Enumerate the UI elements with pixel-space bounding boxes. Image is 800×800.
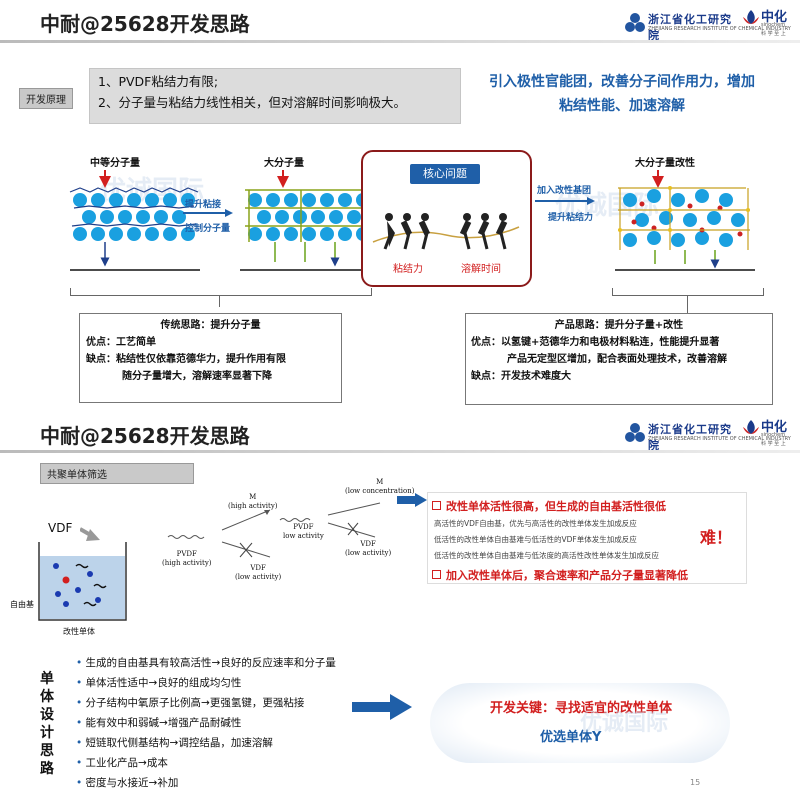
design-side-label: 单体设计思路: [40, 671, 54, 777]
key-title: 开发关键：寻找适宜的改性单体: [490, 701, 673, 716]
vdf-label: VDF: [48, 521, 73, 535]
label-increase-adhesion: 提升粘接: [185, 200, 222, 210]
big-arrow-right-icon: [352, 694, 412, 720]
free-radical-label: 自由基: [10, 600, 34, 609]
bracket-right-stem: [687, 295, 688, 313]
arrow-right-icon: [183, 209, 233, 217]
reaction-scheme: [167, 502, 381, 558]
product-con: 缺点：开发技术难度大: [471, 371, 571, 382]
arrow-right-icon: [535, 197, 595, 205]
principle-tag: 开发原理: [19, 88, 73, 109]
label-adhesion: 粘结力: [393, 264, 423, 275]
checkbox-icon: [432, 570, 441, 579]
traditional-con: 缺点：粘结性仅依靠范德华力，提升作用有限: [86, 354, 286, 365]
institute-logo-icon: [625, 423, 645, 442]
watermark: 优诚国际: [580, 711, 669, 736]
sinochem-lotus-icon: [743, 10, 759, 24]
bracket-right: [612, 288, 764, 296]
label-dissolve-time: 溶解时间: [461, 264, 501, 275]
traditional-pro: 优点：工艺简单: [86, 337, 156, 348]
arrow-right-icon: [397, 493, 427, 507]
problem-line-2: 低活性的改性单体自由基难与低活性的VDF单体发生加成反应: [434, 535, 637, 544]
slide1-logo-institute: 浙江省化工研究院 ZHEJIANG RESEARCH INSTITUTE OF …: [625, 10, 791, 42]
label-medium-mw: 中等分子量: [90, 158, 140, 169]
headline: 引入极性官能团，改善分子间作用力，增加 粘结性能、加速溶解: [472, 70, 772, 118]
monomer-tag: 共聚单体筛选: [40, 463, 194, 484]
page-number: 15: [690, 778, 701, 787]
scheme-m-high: M(high activity): [228, 493, 278, 510]
slide2-logo-institute: 浙江省化工研究院 ZHEJIANG RESEARCH INSTITUTE OF …: [625, 420, 791, 452]
traditional-con-2: 随分子量增大，溶解速率显著下降: [122, 371, 272, 382]
slide2-divider: [0, 450, 800, 453]
key-box: [430, 683, 730, 763]
modified-monomer-label: 改性单体: [63, 627, 95, 636]
institute-logo-icon: [625, 13, 645, 32]
product-title: 产品思路：提升分子量+改性: [554, 320, 684, 331]
key-answer: 优选单体Y: [540, 730, 602, 745]
problem-line-1: 高活性的VDF自由基，优先与高活性的改性单体发生加成反应: [434, 519, 637, 528]
slide2-title: 中耐@25628开发思路: [40, 424, 250, 448]
tug-of-war-icon: [372, 213, 520, 250]
problem-box: 改性单体活性很高，但生成的自由基活性很低 高活性的VDF自由基，优先与高活性的改…: [427, 492, 747, 584]
slide1-divider: [0, 40, 800, 43]
checkbox-icon: [432, 501, 441, 510]
criteria-item: 分子结构中氧原子比例高→更强氢键，更强粘接: [76, 693, 406, 713]
slide1-logo-sinochem: 中化 sinochem 科 学 至 上: [742, 6, 797, 37]
reactor-diagram: [38, 542, 127, 621]
principle-line-2: 2、分子量与粘结力线性相关，但对溶解时间影响极大。: [98, 95, 406, 110]
problem-title: 改性单体活性很高，但生成的自由基活性很低: [432, 498, 666, 514]
criteria-item: 工业化产品→成本: [76, 753, 406, 773]
criteria-item: 生成的自由基具有较高活性→良好的反应速率和分子量: [76, 653, 406, 673]
diagram-modified: [615, 170, 755, 271]
criteria-item: 短链取代侧基结构→调控结晶，加速溶解: [76, 733, 406, 753]
core-problem-title: 核心问题: [410, 164, 480, 184]
scheme-pvdf-high: PVDF(high activity): [162, 550, 212, 567]
diagram-medium-mw: [69, 170, 200, 271]
headline-line-1: 引入极性官能团，改善分子间作用力，增加: [489, 74, 755, 90]
slide1-title: 中耐@25628开发思路: [40, 12, 250, 36]
bracket-left: [70, 288, 372, 296]
arrow-down-right-icon: [80, 527, 100, 541]
scheme-m-low-conc: M(low concentration): [345, 478, 415, 495]
headline-line-2: 粘结性能、加速溶解: [559, 98, 685, 114]
label-high-mw-modified: 大分子量改性: [635, 158, 695, 169]
product-pro: 优点：以氢键+范德华力和电极材料粘连，性能提升显著: [471, 337, 720, 348]
label-increase-adhesion2: 提升粘结力: [548, 213, 594, 223]
problem-line-3: 低活性的改性单体自由基难与低浓度的高活性改性单体发生加成反应: [434, 551, 659, 560]
criteria-item: 密度与水接近→补加: [76, 773, 406, 793]
scheme-vdf-low: VDF(low activity): [235, 564, 282, 581]
problem-conclusion: 加入改性单体后，聚合速率和产品分子量显著降低: [432, 567, 688, 583]
principle-line-1: 1、PVDF粘结力有限;: [98, 74, 219, 89]
principle-box: 1、PVDF粘结力有限; 2、分子量与粘结力线性相关，但对溶解时间影响极大。: [89, 68, 461, 124]
sinochem-lotus-icon: [743, 420, 759, 434]
product-pro-2: 产品无定型区增加，配合表面处理技术，改善溶解: [507, 354, 727, 365]
bracket-left-stem: [219, 295, 220, 307]
core-problem-panel: 核心问题 粘结力 溶解时间: [361, 150, 532, 287]
label-control-mw: 控制分子量: [185, 224, 231, 234]
criteria-item: 能有效中和弱碱→增强产品耐碱性: [76, 713, 406, 733]
traditional-title: 传统思路：提升分子量: [160, 320, 261, 331]
criteria-list: 生成的自由基具有较高活性→良好的反应速率和分子量 单体活性适中→良好的组成均匀性…: [76, 653, 406, 793]
slide2-logo-sinochem: 中化 sinochem 科 学 至 上: [742, 416, 797, 447]
scheme-vdf-low2: VDF(low activity): [345, 540, 392, 557]
hard-label: 难！: [700, 528, 733, 547]
product-box: 产品思路：提升分子量+改性 优点：以氢键+范德华力和电极材料粘连，性能提升显著 …: [465, 313, 773, 405]
label-add-modifier: 加入改性基团: [537, 186, 592, 196]
label-high-mw: 大分子量: [264, 158, 304, 169]
criteria-item: 单体活性适中→良好的组成均匀性: [76, 673, 406, 693]
traditional-box: 传统思路：提升分子量 优点：工艺简单 缺点：粘结性仅依靠范德华力，提升作用有限 …: [79, 313, 342, 403]
